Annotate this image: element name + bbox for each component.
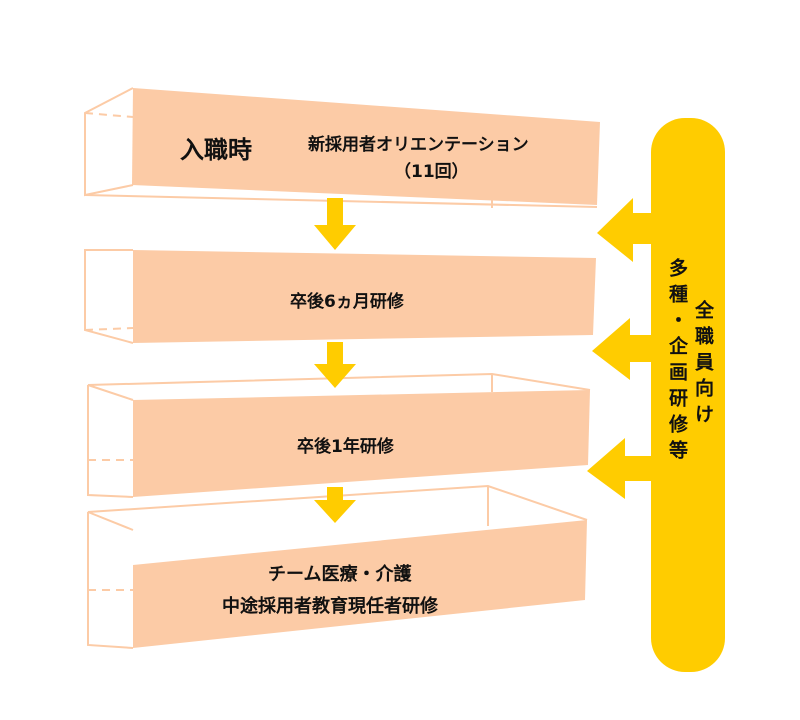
stage-1-detail: 新採用者オリエンテーション [308, 135, 529, 155]
down-arrow-2 [314, 342, 356, 388]
stage-2-label: 卒後6ヵ月研修 [290, 292, 404, 312]
left-arrow-1 [597, 198, 653, 262]
stage-box-2-outline [84, 249, 134, 344]
stage-4-label-line2: 中途採用者教育現任者研修 [222, 596, 438, 617]
down-arrow-1 [314, 198, 356, 250]
stage-box-3 [133, 390, 590, 497]
stage-box-4 [133, 520, 587, 648]
stage-box-4-outline [87, 484, 588, 649]
stage-box-1 [132, 88, 600, 205]
left-arrow-2 [592, 318, 653, 380]
stage-4-label: チーム医療・介護 [268, 564, 412, 585]
all-staff-bar [651, 118, 725, 672]
stage-box-2 [133, 250, 596, 343]
side-main-label: 全職員向け [692, 300, 714, 430]
stage-1-label: 入職時 [180, 136, 252, 164]
stage-1-detail-sub: （11回） [394, 162, 469, 182]
left-arrow-3 [587, 438, 653, 499]
side-sub-label: 多種・企画研修等 [666, 258, 688, 466]
stage-box-3-outline [87, 372, 591, 498]
stage-3-label: 卒後1年研修 [297, 437, 394, 457]
down-arrow-3 [314, 487, 356, 523]
